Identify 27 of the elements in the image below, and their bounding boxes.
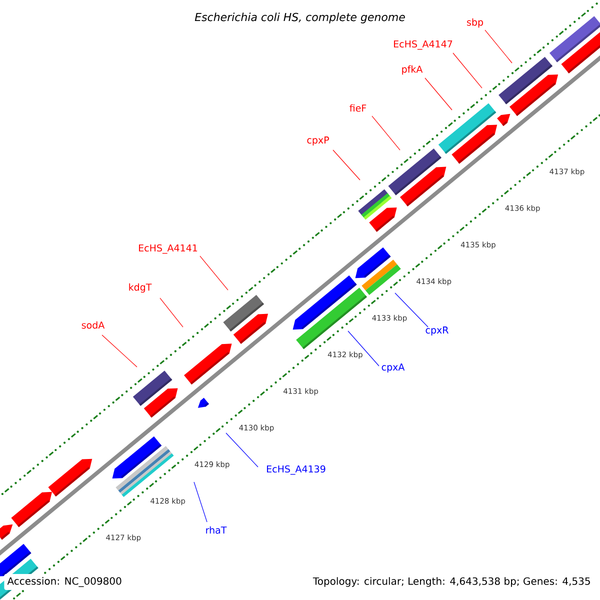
gene-label: fieF: [350, 104, 366, 112]
leader-line: [372, 116, 400, 150]
leader-line: [160, 298, 184, 328]
leader-line: [394, 292, 428, 328]
leader-line: [194, 482, 208, 522]
leader-line: [484, 30, 512, 64]
gene-label: cpxA: [382, 364, 405, 372]
gene-label: pfkA: [402, 65, 423, 75]
gene-label: cpxR: [426, 326, 448, 336]
gene-label: cpxP: [307, 136, 329, 146]
leader-line: [424, 78, 452, 110]
gene-label: kdgT: [129, 283, 152, 293]
accession-text: Accession: NC_009800: [4, 574, 125, 590]
leader-line: [452, 52, 482, 88]
leader-line: [226, 432, 258, 468]
gene-label: EcHS_A4139: [267, 465, 326, 475]
leader-line: [102, 334, 138, 368]
gene-label: rhaT: [206, 526, 227, 534]
gene-label: sbp: [467, 18, 483, 28]
leader-line: [348, 330, 380, 366]
title: Escherichia coli HS, complete genome: [194, 12, 405, 24]
gene-label: EcHS_A4141: [139, 244, 198, 254]
leader-line: [332, 150, 360, 180]
gene-label: EcHS_A4147: [394, 40, 452, 50]
leader-line: [200, 256, 228, 290]
genome-info-text: Topology: circular; Length: 4,643,538 bp; Genes: 4,535: [310, 574, 594, 590]
gene-label: sodA: [82, 321, 105, 329]
